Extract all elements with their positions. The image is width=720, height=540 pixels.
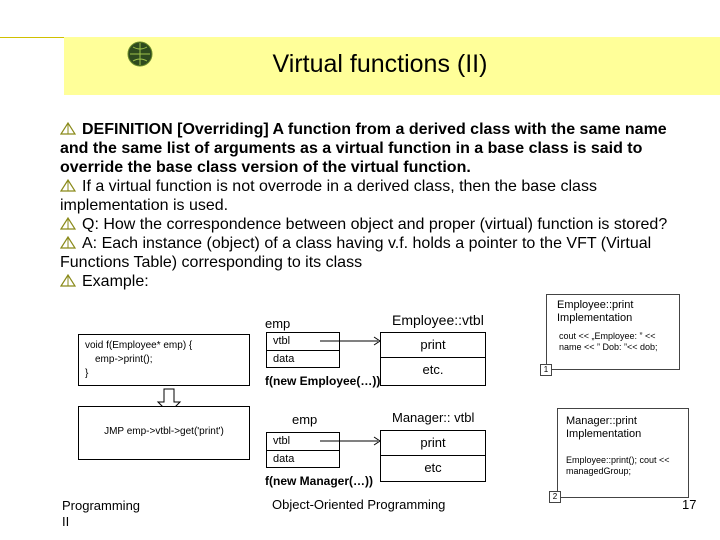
- bullet-leaf-icon: [60, 273, 76, 287]
- note2-title: Manager::print Implementation: [566, 415, 642, 440]
- emp1-fn-print: print: [381, 333, 485, 358]
- slide-title: Virtual functions (II): [272, 50, 488, 78]
- bullet-question: Q: How the correspondence between object…: [60, 215, 690, 234]
- header-line: [0, 37, 64, 38]
- emp2-label: emp: [292, 412, 318, 427]
- bullet-answer: A: Each instance (object) of a class hav…: [60, 235, 652, 271]
- emp2-fn-etc: etc: [424, 460, 442, 475]
- emp1-label: emp: [265, 316, 291, 331]
- emp1-vtbl-box: print etc.: [380, 332, 486, 386]
- emp2-caption: f(new Manager(…)): [265, 474, 373, 488]
- note1-box: Employee::print Implementation cout << „…: [546, 294, 680, 370]
- footer-course: Programming II: [62, 498, 141, 529]
- emp1-fn-etc: etc.: [422, 362, 444, 377]
- emp1-pointer-arrow: [320, 336, 381, 346]
- globe-logo-icon: [127, 41, 153, 67]
- emp1-caption: f(new Employee(…)): [265, 374, 381, 388]
- emp1-data-cell: data: [273, 353, 295, 365]
- emp1-object-box: vtbl data: [266, 332, 340, 368]
- emp1-vtbl-cell: vtbl: [267, 333, 339, 351]
- note2-box: Manager::print Implementation Employee::…: [557, 408, 689, 498]
- bullet-leaf-icon: [60, 216, 76, 230]
- bullet-definition: DEFINITION [Overriding] A function from …: [60, 121, 667, 176]
- emp2-fn-print: print: [381, 431, 485, 456]
- note1-title: Employee::print Implementation: [557, 299, 634, 324]
- note2-number: 2: [549, 491, 561, 503]
- title-band: [64, 37, 720, 95]
- emp2-vtbl-title: Manager:: vtbl: [392, 410, 475, 425]
- footer-title: Object-Oriented Programming: [272, 497, 446, 512]
- emp2-object-box: vtbl data: [266, 432, 340, 468]
- code-line-2: emp->print();: [95, 354, 153, 365]
- jmp-box: JMP emp->vtbl->get('print'): [78, 406, 250, 460]
- slide-body: DEFINITION [Overriding] A function from …: [60, 120, 690, 291]
- emp2-vtbl-box: print etc: [380, 430, 486, 482]
- emp1-vtbl-title: Employee::vtbl: [392, 312, 484, 328]
- note1-body: cout << „Employee: ” << name << ” Dob: ”…: [559, 331, 658, 352]
- code-box: void f(Employee* emp) { emp->print(); }: [78, 334, 250, 386]
- note2-body: Employee::print(); cout << managedGroup;: [566, 455, 670, 476]
- code-line-3: }: [85, 368, 89, 379]
- note1-number: 1: [540, 364, 552, 376]
- bullet-leaf-icon: [60, 235, 76, 249]
- emp2-pointer-arrow: [320, 436, 381, 446]
- bullet-example: Example:: [60, 272, 690, 291]
- emp2-data-cell: data: [273, 453, 295, 465]
- bullet-base-impl: If a virtual function is not overrode in…: [60, 178, 597, 214]
- bullet-leaf-icon: [60, 121, 76, 135]
- emp2-vtbl-cell: vtbl: [267, 433, 339, 451]
- code-line-1: void f(Employee* emp) {: [85, 340, 193, 351]
- bullet-leaf-icon: [60, 178, 76, 192]
- page-number: 17: [682, 497, 697, 512]
